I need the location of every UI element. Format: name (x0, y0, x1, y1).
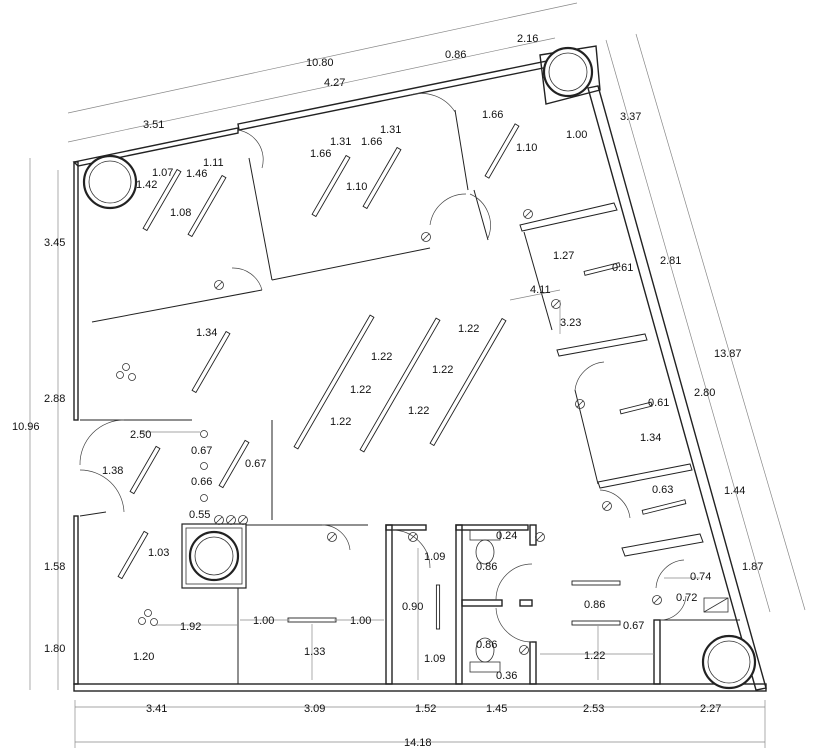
label: 1.38 (102, 465, 123, 477)
label: 1.31 (380, 124, 401, 136)
walls (72, 45, 767, 692)
label: 1.33 (304, 646, 325, 658)
dim-right-1: 3.37 (620, 111, 641, 123)
dimension-lines (29, 2, 806, 748)
label: 1.34 (196, 327, 217, 339)
dimension-labels: 10.80 0.86 2.16 4.27 3.51 10.96 3.45 2.8… (12, 33, 763, 749)
toilets (469, 529, 729, 673)
label: 1.34 (640, 432, 661, 444)
label: 1.46 (186, 168, 207, 180)
dim-bottom-2: 3.09 (304, 703, 325, 715)
dim-left-2: 2.88 (44, 393, 65, 405)
label: 0.86 (584, 599, 605, 611)
measure-lines (140, 289, 700, 680)
label: 1.22 (458, 323, 479, 335)
label: 1.22 (350, 384, 371, 396)
dim-right-4: 1.44 (724, 485, 745, 497)
label: 0.67 (623, 620, 644, 632)
label: 1.22 (432, 364, 453, 376)
shelving (117, 123, 687, 630)
label: 1.00 (566, 129, 587, 141)
label: 0.90 (402, 601, 423, 613)
dim-top-total: 10.80 (306, 57, 334, 69)
label: 1.92 (180, 621, 201, 633)
label: 1.03 (148, 547, 169, 559)
columns (82, 46, 757, 690)
label: 0.67 (245, 458, 266, 470)
label: 1.42 (136, 179, 157, 191)
dim-bottom-5: 2.53 (583, 703, 604, 715)
label: 1.22 (330, 416, 351, 428)
dim-bottom-total: 14.18 (404, 737, 432, 749)
label: 3.23 (560, 317, 581, 329)
dim-right-total: 13.87 (714, 348, 742, 360)
dim-top-inner: 4.27 (324, 77, 345, 89)
dim-bottom-1: 3.41 (146, 703, 167, 715)
label: 1.10 (346, 181, 367, 193)
label: 0.24 (496, 530, 517, 542)
dim-bottom-3: 1.52 (415, 703, 436, 715)
label: 1.09 (424, 551, 445, 563)
label: 1.08 (170, 207, 191, 219)
label: 1.66 (310, 148, 331, 160)
label: 0.74 (690, 571, 711, 583)
label: 1.11 (203, 157, 224, 169)
label: 1.66 (482, 109, 503, 121)
label: 1.22 (584, 650, 605, 662)
label: 1.20 (133, 651, 154, 663)
label: 1.10 (516, 142, 537, 154)
label: 0.36 (496, 670, 517, 682)
dim-right-5: 1.87 (742, 561, 763, 573)
label: 0.86 (476, 639, 497, 651)
label: 0.63 (652, 484, 673, 496)
dim-right-3: 2.80 (694, 387, 715, 399)
dim-left-total: 10.96 (12, 421, 40, 433)
label: 1.27 (553, 250, 574, 262)
label: 1.07 (152, 167, 173, 179)
label: 1.66 (361, 136, 382, 148)
label: 0.55 (189, 509, 210, 521)
dim-top-door: 0.86 (445, 49, 466, 61)
dim-left-4: 1.80 (44, 643, 65, 655)
label: 1.31 (330, 136, 351, 148)
dim-left-3: 1.58 (44, 561, 65, 573)
label: 4.11 (530, 284, 551, 296)
label: 0.66 (191, 476, 212, 488)
label: 1.00 (350, 615, 371, 627)
label: 1.22 (371, 351, 392, 363)
interior-labels: 1.07 1.11 1.42 1.46 1.08 1.31 1.31 1.66 … (102, 109, 711, 682)
label: 1.22 (408, 405, 429, 417)
dim-bottom-4: 1.45 (486, 703, 507, 715)
fixtures (116, 209, 662, 655)
label: 0.86 (476, 561, 497, 573)
label: 0.61 (612, 262, 633, 274)
label: 0.67 (191, 445, 212, 457)
doors (79, 93, 687, 643)
dim-top-left: 3.51 (143, 119, 164, 131)
label: 0.72 (676, 592, 697, 604)
dim-bottom-6: 2.27 (700, 703, 721, 715)
label: 1.00 (253, 615, 274, 627)
label: 2.50 (130, 429, 151, 441)
dim-left-1: 3.45 (44, 237, 65, 249)
dim-right-2: 2.81 (660, 255, 681, 267)
label: 0.61 (648, 397, 669, 409)
label: 1.09 (424, 653, 445, 665)
dim-top-corner: 2.16 (517, 33, 538, 45)
